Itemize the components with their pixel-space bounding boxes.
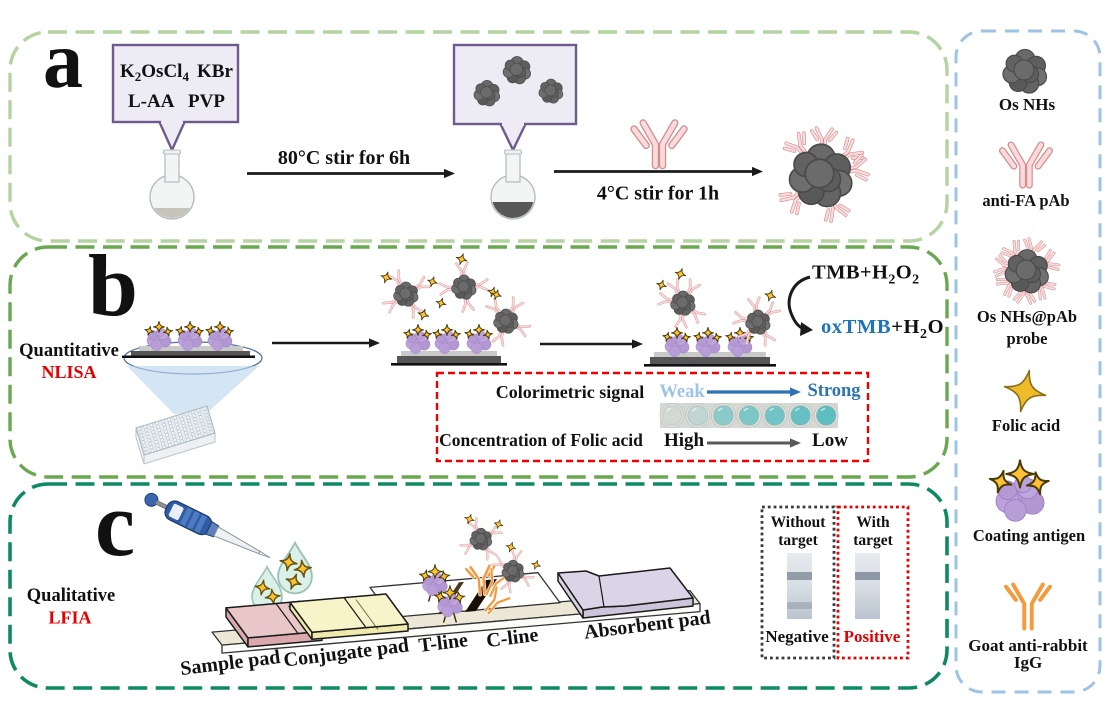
svg-text:Concentration of Folic acid: Concentration of Folic acid <box>439 430 643 450</box>
svg-text:80°C stir for 6h: 80°C stir for 6h <box>278 147 410 169</box>
svg-text:TMB+H2O2: TMB+H2O2 <box>812 262 920 288</box>
svg-text:Quantitative: Quantitative <box>19 341 119 361</box>
svg-text:K2OsCl4: K2OsCl4 <box>120 61 189 84</box>
svg-text:probe: probe <box>1007 329 1048 348</box>
svg-text:Qualitative: Qualitative <box>27 586 115 606</box>
svg-text:PVP: PVP <box>188 91 225 112</box>
svg-text:Strong: Strong <box>807 381 861 401</box>
svg-text:Weak: Weak <box>659 382 705 402</box>
svg-text:Without: Without <box>771 514 827 531</box>
svg-text:IgG: IgG <box>1014 653 1042 672</box>
svg-text:With: With <box>856 514 890 531</box>
svg-text:target: target <box>853 532 893 549</box>
svg-text:Positive: Positive <box>844 627 901 646</box>
svg-text:Os NHs: Os NHs <box>999 95 1056 114</box>
svg-text:4°C stir for 1h: 4°C stir for 1h <box>597 183 719 205</box>
svg-text:Os NHs@pAb: Os NHs@pAb <box>977 307 1077 326</box>
svg-text:oxTMB+H2O: oxTMB+H2O <box>821 316 944 342</box>
svg-text:Colorimetric signal: Colorimetric signal <box>496 382 644 402</box>
svg-text:Coating antigen: Coating antigen <box>973 526 1085 545</box>
svg-text:Goat anti-rabbit: Goat anti-rabbit <box>968 636 1088 655</box>
svg-text:L-AA: L-AA <box>128 91 175 112</box>
svg-text:Folic acid: Folic acid <box>992 416 1060 435</box>
svg-text:anti-FA pAb: anti-FA pAb <box>982 191 1069 210</box>
svg-text:LFIA: LFIA <box>48 608 91 628</box>
svg-text:NLISA: NLISA <box>41 362 96 382</box>
svg-text:Low: Low <box>812 430 848 451</box>
svg-text:High: High <box>664 430 705 451</box>
svg-text:KBr: KBr <box>197 61 233 82</box>
svg-text:c: c <box>95 473 135 575</box>
svg-text:a: a <box>43 17 83 105</box>
svg-text:b: b <box>88 238 138 335</box>
svg-text:target: target <box>778 532 818 549</box>
svg-text:Negative: Negative <box>765 627 829 646</box>
